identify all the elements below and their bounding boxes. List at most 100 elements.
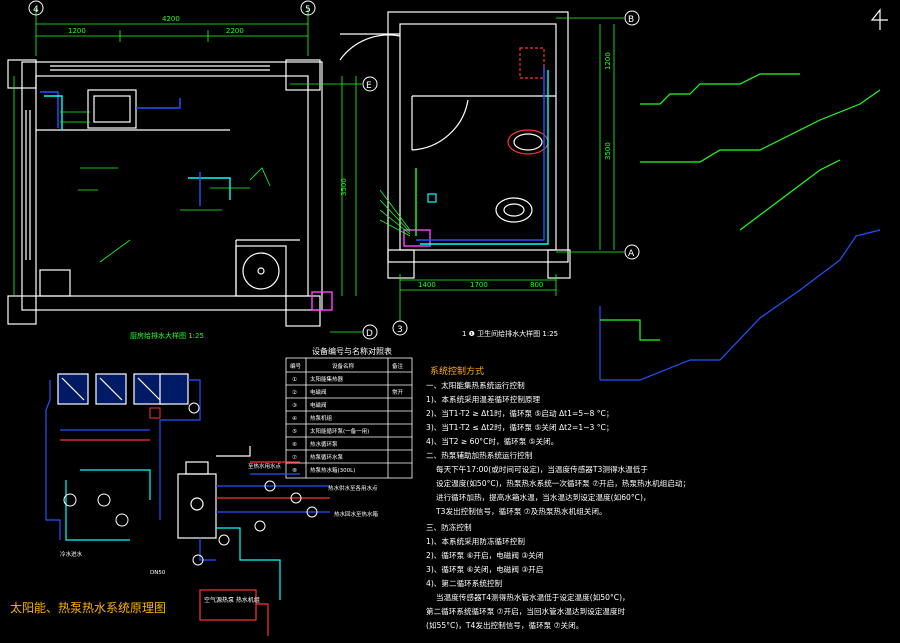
note-line-10: T3发出控制信号，循环泵 ⑦及热泵热水机组关闭。: [435, 506, 607, 516]
note-line-13: 2)、循环泵 ⑥开启，电磁阀 ③关闭: [426, 550, 543, 560]
controller-wire: [256, 603, 269, 636]
note-line-17: 第二循环系统循环泵 ⑦开启，当回水管水温达到设定温度时: [426, 606, 625, 616]
axis-bubble-A: [624, 244, 640, 260]
bath-cold-pipe: [420, 70, 549, 245]
axis-label-D: D: [366, 329, 373, 339]
iso-hot-line-2: [600, 359, 691, 381]
kitchen-dimensions: [13, 8, 362, 333]
cabinet-bottom-left: [39, 269, 71, 297]
valve-4-icon: [306, 506, 318, 518]
kitchen-plan: [7, 59, 323, 327]
kitchen-inner-wall: [35, 75, 309, 297]
note-line-4: 3)、当T1-T2 ≤ Δt2时，循环泵 ⑤关闭 Δt2=1~3 °C；: [426, 422, 613, 432]
legend-num-3: ③: [292, 403, 297, 409]
iso-line-3: [739, 159, 841, 231]
note-line-7: 每天下午17:00(或时间可设定)，当温度传感器T3测得水温低于: [436, 464, 648, 474]
pump-3-icon: [115, 513, 129, 527]
sch-cold-line: [80, 469, 151, 500]
dim-text-b: 2200: [226, 27, 244, 35]
bath-leader-4: [379, 219, 411, 237]
kitchen-pipes: [40, 91, 231, 206]
legend-frame: [285, 357, 413, 479]
valve-6-icon: [192, 554, 204, 566]
bath-hot-pipe: [416, 66, 545, 241]
toilet-seat-icon: [513, 133, 543, 151]
notes-title: 系统控制方式: [430, 365, 484, 377]
legend-name-8: 热泵热水箱(300L): [310, 466, 355, 474]
legend-num-5: ⑤: [292, 429, 297, 435]
bath-caption: 1 ❶ 卫生间给排水大样图 1:25: [462, 329, 558, 338]
legend-table: [285, 357, 413, 479]
outlet-label-2: 热水回水至热水箱: [334, 510, 379, 518]
axis-label-5: 5: [305, 5, 311, 15]
bath-floor-drain: [403, 229, 431, 247]
valve-5-icon: [218, 534, 230, 546]
tank-drain: [199, 538, 216, 561]
legend-num-2: ②: [292, 389, 297, 396]
valve-2-icon: [290, 492, 302, 504]
note-line-12: 1)、本系统采用防冻循环控制: [426, 536, 525, 546]
axis-label-A: A: [628, 249, 635, 259]
pump-2-icon: [97, 493, 111, 507]
iso-hot-line: [690, 229, 881, 361]
inlet-label: 冷水进水: [60, 550, 83, 558]
legend-name-4: 热泵机组: [310, 414, 333, 422]
legend-header-num: 编号: [290, 362, 302, 370]
bath-dim-c: 800: [530, 281, 543, 289]
legend-name-3: 电磁阀: [310, 401, 327, 409]
legend-title: 设备编号与名称对照表: [312, 346, 392, 356]
tank-out-4: [216, 527, 281, 600]
bathroom-leaders: [379, 17, 624, 322]
bath-leader-3: [379, 209, 411, 235]
bath-axis-bubbles: [392, 10, 640, 336]
hot-water-tank: [177, 473, 217, 539]
column-top-right: [285, 59, 321, 91]
controller-label: 空气源热泵 热水机组: [204, 596, 260, 604]
valve-3-icon: [254, 520, 266, 532]
squat-toilet-inner: [503, 203, 525, 217]
note-line-5: 4)、当T2 ≥ 60°C时，循环泵 ⑤关闭。: [426, 436, 558, 446]
hot-pipe-b: [136, 98, 181, 109]
bathroom-pipes: [415, 66, 549, 245]
note-line-6: 二、热泵辅助加热系统运行控制: [426, 450, 533, 460]
axis-bubble-E: [362, 76, 378, 92]
valve-top-icon: [188, 402, 200, 414]
bathroom-plan: [339, 11, 571, 279]
note-line-2: 1)、本系统采用温差循环控制原理: [426, 394, 541, 404]
squat-toilet-icon: [495, 197, 533, 223]
legend-num-7: ⑦: [292, 454, 297, 461]
tank-top: [185, 461, 209, 475]
water-heater-center: [257, 267, 265, 275]
sensor-box: [149, 407, 161, 419]
note-line-9: 进行循环加热，提高水箱水温，当水温达到设定温度(如60°C)，: [436, 492, 651, 502]
leader-7: [99, 239, 131, 263]
bath-leader-2: [379, 199, 411, 233]
legend-note-2: 常开: [392, 388, 404, 396]
solar-collector-4: [159, 373, 189, 405]
drain-label: DN50: [150, 570, 166, 576]
collector-diag-3: [137, 377, 161, 401]
kitchen-caption: 厨房给排水大样图 1:25: [130, 331, 204, 340]
legend-header-note: 备注: [392, 362, 404, 370]
kitchen-leaders: [60, 111, 271, 263]
legend-name-7: 热泵循环水泵: [310, 453, 344, 461]
dim-text-total: 4200: [162, 15, 180, 23]
column-bottom-left: [7, 295, 37, 325]
notes-lines: 一、太阳能集热系统运行控制 1)、本系统采用温差循环控制原理 2)、当T1-T2…: [426, 380, 690, 630]
iso-line-2: [640, 89, 881, 163]
bath-dim-b: 1700: [470, 281, 488, 289]
legend-name-2: 电磁阀: [310, 388, 327, 396]
pump-1-icon: [63, 493, 77, 507]
bath-valve-icon: [427, 193, 437, 203]
bathroom-outer-wall: [387, 11, 569, 263]
kitchen-outer-wall: [21, 61, 323, 311]
note-line-18: (如55°C)，T4发出控制信号，循环泵 ⑦关闭。: [426, 620, 583, 630]
axis-label-E: E: [366, 81, 372, 91]
isometric-diagrams: [599, 8, 888, 381]
cold-pipe-c: [188, 177, 231, 200]
legend-text: 编号 设备名称 备注 ① 太阳能集热器 ② 电磁阀 常开 ③ 电磁阀 ④ 热泵机…: [290, 362, 404, 474]
axis-bubble-4: [28, 0, 44, 16]
door-arc-mid: [411, 99, 469, 151]
legend-name-5: 太阳能循环泵(一备一用): [310, 427, 369, 435]
axis-bubble-B: [624, 10, 640, 26]
